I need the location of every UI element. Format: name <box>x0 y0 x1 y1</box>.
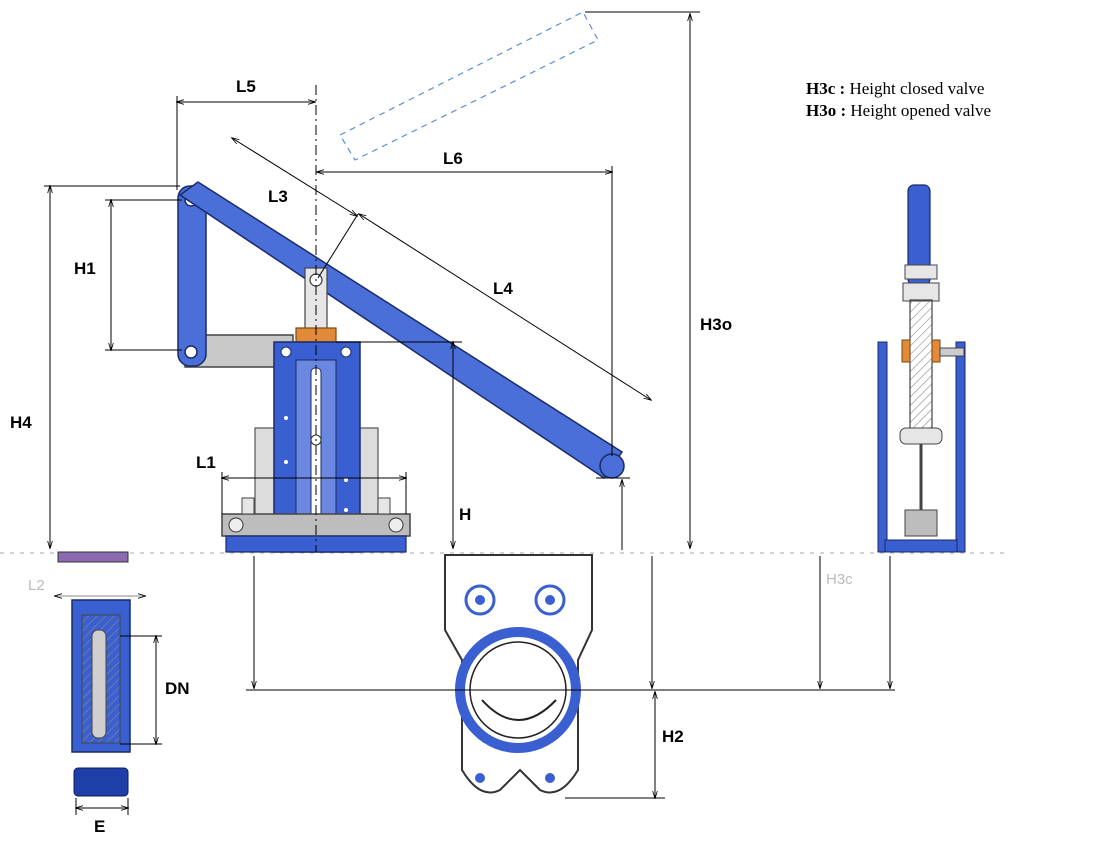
label-h3o: H3o <box>700 315 732 334</box>
label-h2: H2 <box>662 727 684 746</box>
legend-key: H3c : <box>806 79 846 98</box>
label-h3c: H3c <box>826 571 853 588</box>
label-l2: L2 <box>28 577 45 594</box>
label-l1: L1 <box>196 453 216 472</box>
label-h: H <box>459 505 471 524</box>
left-section-view <box>57 551 131 797</box>
dimension-lines <box>44 11 895 815</box>
front-frame <box>221 341 411 553</box>
label-dn: DN <box>165 679 190 698</box>
legend-text: Height closed valve <box>849 79 985 98</box>
label-e: E <box>94 817 105 836</box>
label-l6: L6 <box>443 149 463 168</box>
legend-text: Height opened valve <box>850 101 992 120</box>
label-l5: L5 <box>236 77 256 96</box>
legend-row-h3c: H3c : Height closed valve <box>806 78 991 100</box>
bottom-body-view <box>444 554 593 794</box>
label-h1: H1 <box>74 259 96 278</box>
side-view <box>877 184 966 553</box>
lever-assembly <box>177 181 625 480</box>
legend-row-h3o: H3o : Height opened valve <box>806 100 991 122</box>
legend: H3c : Height closed valve H3o : Height o… <box>806 78 991 122</box>
opened-lever-outline <box>339 11 599 161</box>
label-h4: H4 <box>10 413 32 432</box>
label-l3: L3 <box>268 187 288 206</box>
legend-key: H3o : <box>806 101 847 120</box>
label-l4: L4 <box>493 279 513 298</box>
